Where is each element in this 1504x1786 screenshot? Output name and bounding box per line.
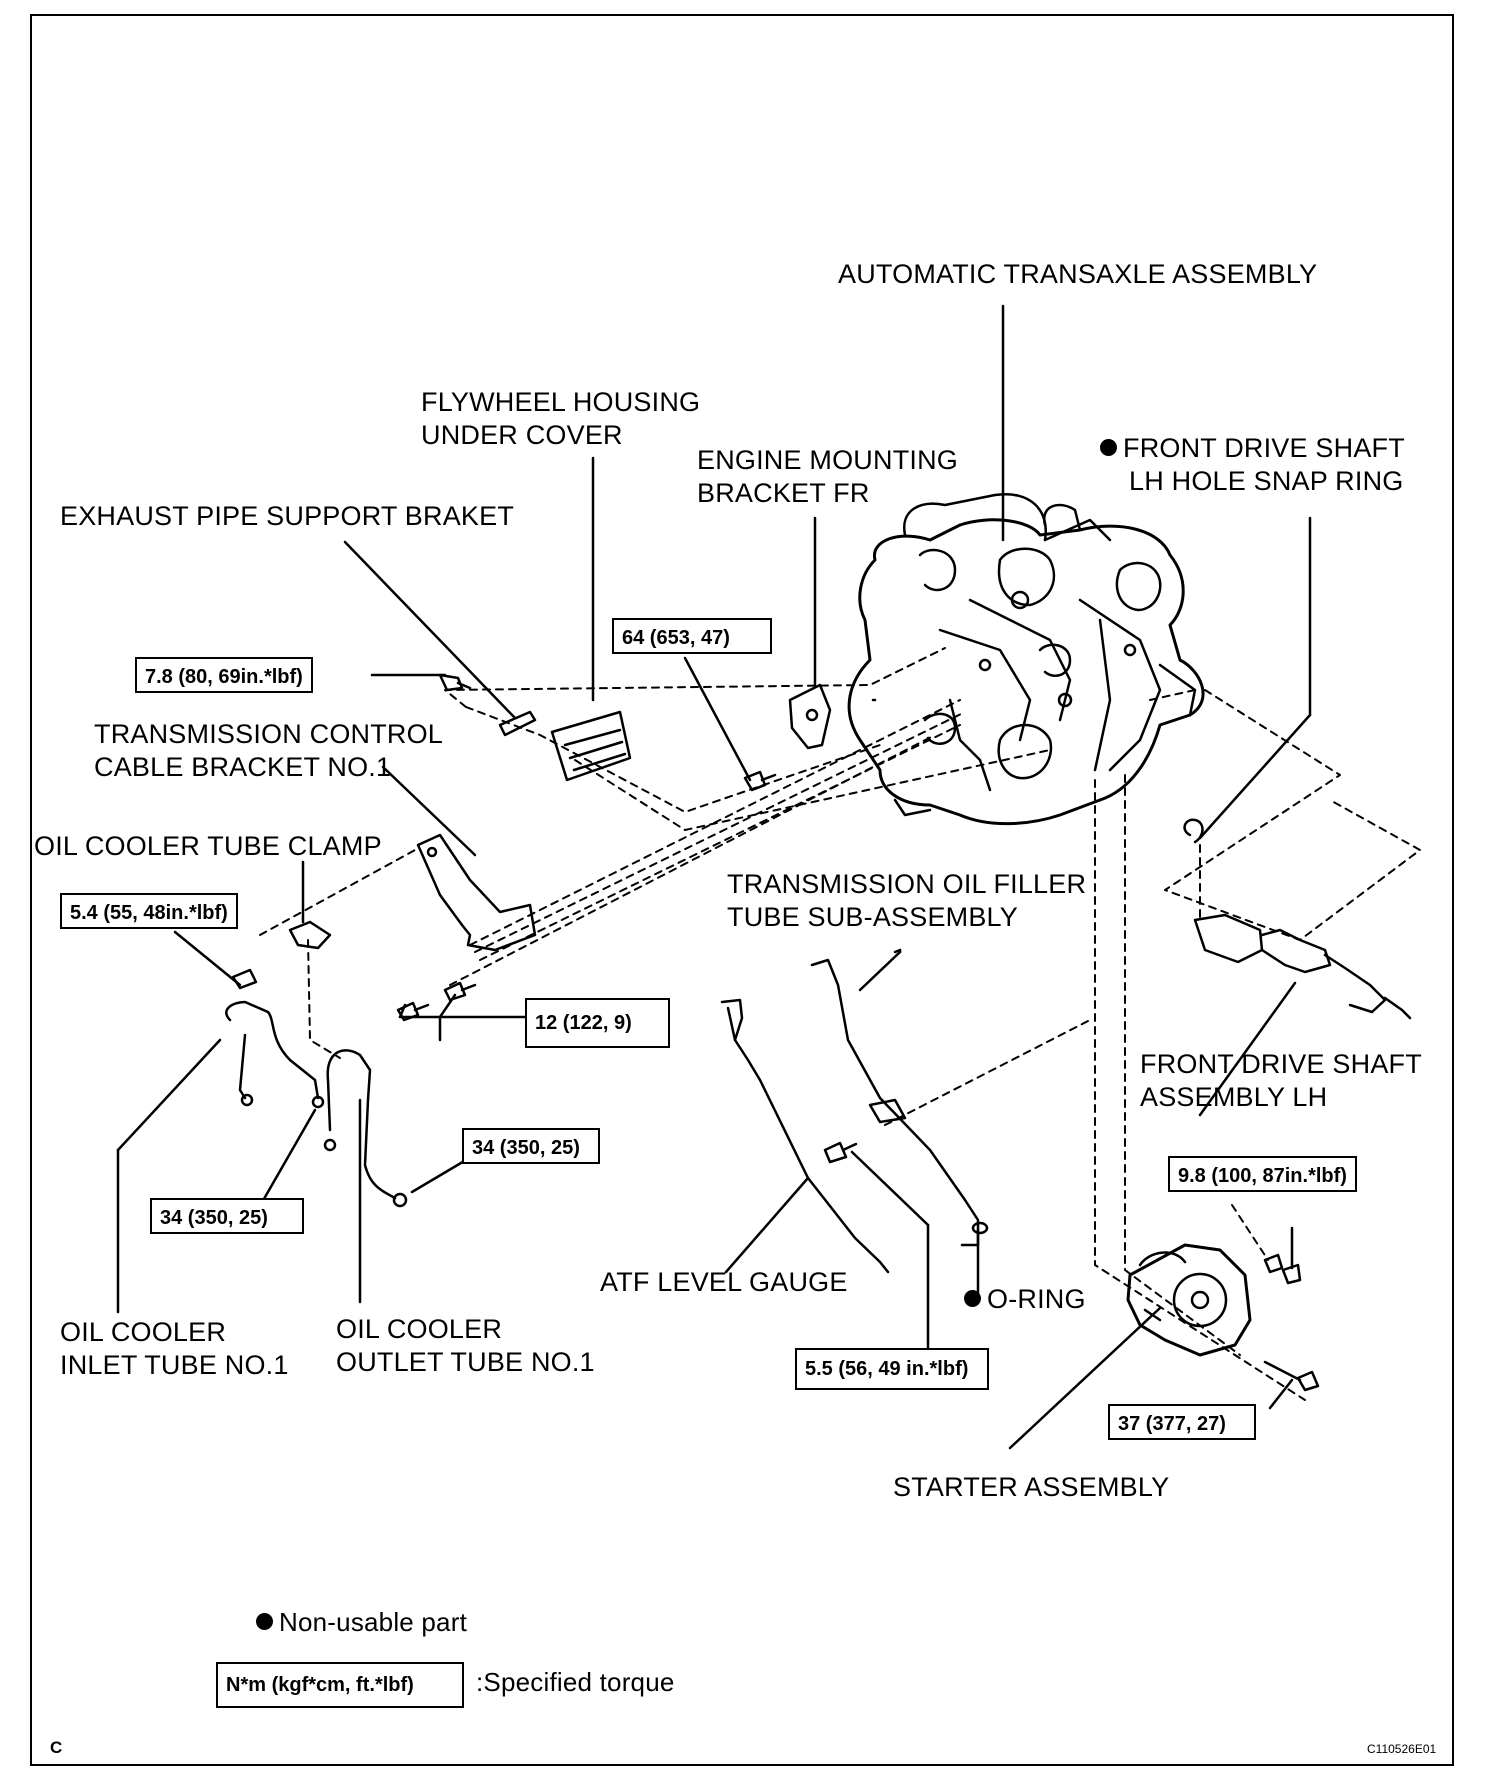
legend-non-usable: Non-usable part: [256, 1606, 467, 1639]
exhaust-bracket-part: [498, 710, 537, 737]
label-filler-tube-line2: TUBE SUB-ASSEMBLY: [727, 902, 1018, 932]
legend-torque-desc: :Specified torque: [476, 1667, 675, 1697]
transaxle-drawing: [847, 492, 1205, 826]
diagram-frame: [30, 14, 1454, 1766]
label-inlet-tube-line1: OIL COOLER: [60, 1317, 227, 1347]
legend-non-usable-text: Non-usable part: [279, 1607, 467, 1637]
non-usable-dot-icon: [1100, 439, 1117, 456]
label-engine-mount-line2: BRACKET FR: [697, 478, 870, 508]
label-starter: STARTER ASSEMBLY: [893, 1472, 1170, 1502]
torque-clamp-bolt: 5.4 (55, 48in.*lbf): [60, 893, 238, 929]
torque-filler-bolt: 5.5 (56, 49 in.*lbf): [795, 1348, 989, 1390]
label-atf-gauge: ATF LEVEL GAUGE: [600, 1267, 848, 1297]
label-inlet-tube-line2: INLET TUBE NO.1: [60, 1350, 289, 1380]
torque-starter-bolt: 37 (377, 27): [1108, 1404, 1256, 1440]
label-outlet-tube-line1: OIL COOLER: [336, 1314, 503, 1344]
label-filler-tube-line1: TRANSMISSION OIL FILLER: [727, 869, 1087, 899]
label-drive-shaft-line2: ASSEMBLY LH: [1140, 1082, 1328, 1112]
filler-tube-part: [810, 958, 980, 1247]
o-ring-text: O-RING: [987, 1284, 1086, 1314]
inlet-tube-part: [225, 1000, 325, 1109]
label-tcc-bracket-line2: CABLE BRACKET NO.1: [94, 752, 392, 782]
starter-bolt: [1263, 1360, 1320, 1392]
label-outlet-tube-line2: OUTLET TUBE NO.1: [336, 1347, 595, 1377]
flywheel-cover-part: [550, 710, 632, 782]
mount-bolt: [743, 770, 777, 792]
snap-ring-text-1: FRONT DRIVE SHAFT: [1123, 433, 1405, 463]
figure-id: C110526E01: [1367, 1742, 1437, 1756]
tcc-bracket-part: [416, 833, 537, 952]
non-usable-dot-icon: [964, 1290, 981, 1307]
filler-bolt: [823, 1141, 858, 1164]
legend-torque-box: N*m (kgf*cm, ft.*lbf): [216, 1662, 464, 1708]
torque-outlet-union: 34 (350, 25): [462, 1128, 600, 1164]
starter-nut-stud: [1263, 1253, 1302, 1285]
label-flywheel-line2: UNDER COVER: [421, 420, 623, 450]
label-exhaust-bracket: EXHAUST PIPE SUPPORT BRAKET: [60, 501, 515, 531]
label-tcc-bracket-line1: TRANSMISSION CONTROL: [94, 719, 444, 749]
drive-shaft-part: [1193, 913, 1412, 1020]
starter-part: [1126, 1243, 1252, 1357]
bracket-bolts: [396, 981, 477, 1022]
clamp-bolt: [231, 968, 258, 990]
label-oil-cooler-clamp: OIL COOLER TUBE CLAMP: [34, 831, 382, 861]
torque-mount-bolt: 64 (653, 47): [612, 618, 772, 654]
atf-gauge-part: [720, 998, 890, 1274]
label-drive-shaft-line1: FRONT DRIVE SHAFT: [1140, 1049, 1422, 1079]
corner-letter: C: [50, 1738, 63, 1757]
label-snap-ring-line1: FRONT DRIVE SHAFT: [1100, 432, 1405, 465]
label-o-ring: O-RING: [964, 1283, 1086, 1316]
label-flywheel-line1: FLYWHEEL HOUSING: [421, 387, 701, 417]
bolt-exhaust: [438, 673, 472, 692]
o-ring-part: [971, 1221, 989, 1235]
non-usable-dot-icon: [256, 1613, 273, 1630]
snap-ring-part: [1183, 818, 1204, 844]
label-snap-ring-line2: LH HOLE SNAP RING: [1129, 466, 1404, 496]
clamp-part: [288, 920, 332, 950]
torque-starter-nut: 9.8 (100, 87in.*lbf): [1168, 1156, 1357, 1192]
label-engine-mount-line1: ENGINE MOUNTING: [697, 445, 959, 475]
outlet-tube-part: [323, 1049, 408, 1208]
label-automatic-transaxle: AUTOMATIC TRANSAXLE ASSEMBLY: [838, 259, 1318, 289]
torque-inlet-union: 34 (350, 25): [150, 1198, 304, 1234]
torque-bracket-bolts: 12 (122, 9): [525, 998, 670, 1048]
engine-mount-bracket-part: [788, 683, 832, 750]
torque-exhaust-bolt: 7.8 (80, 69in.*lbf): [135, 657, 313, 693]
